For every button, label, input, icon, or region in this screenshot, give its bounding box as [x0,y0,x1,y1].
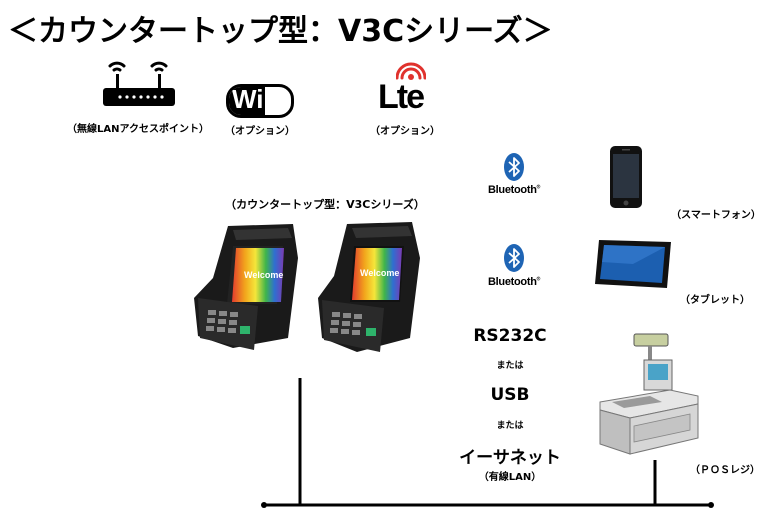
lte-signal-icon [396,62,426,80]
terminal-caption: （カウンタートップ型：V3Cシリーズ） [225,198,425,211]
terminal-2-screen-text: Welcome [360,268,399,278]
payment-terminal-2: Welcome [318,222,420,352]
terminal-1-screen-text: Welcome [244,270,283,280]
usb-label: USB [490,385,530,405]
bluetooth-icon-2 [504,244,524,272]
wifi-logo-text: WiFi [232,84,287,114]
smartphone-caption: （スマートフォン） [671,210,761,221]
wireless-router-icon [103,61,175,106]
bus-end-left [261,502,267,508]
bluetooth-mark-2: ® [536,276,541,283]
bluetooth-text-2: Bluetooth [488,276,537,288]
router-caption: （無線LANアクセスポイント） [67,124,209,135]
smartphone-icon [610,146,642,208]
bluetooth-label-1: Bluetooth® [488,184,540,196]
pos-caption: （ＰＯＳレジ） [690,465,760,476]
bluetooth-text-1: Bluetooth [488,184,537,196]
payment-terminal-1: Welcome [194,224,298,350]
tablet-icon [595,240,671,288]
rs232c-label: RS232C [473,326,547,346]
or-label-2: または [496,421,524,431]
or-label-1: または [496,361,524,371]
lte-logo: Lte [378,78,425,116]
ethernet-sub-label: （有線LAN） [478,472,542,483]
wifi-logo: WiFi [226,84,294,118]
bus-end-right [708,502,714,508]
tablet-caption: （タブレット） [680,295,750,306]
bluetooth-label-2: Bluetooth® [488,276,540,288]
pos-register-icon [599,333,699,455]
lte-caption: （オプション） [370,126,440,137]
wifi-caption: （オプション） [225,126,295,137]
ethernet-label: イーサネット [459,448,561,468]
bluetooth-icon-1 [504,153,524,181]
bluetooth-mark-1: ® [536,184,541,191]
page-title: ＜カウンタートップ型：V3Cシリーズ＞ [8,14,553,49]
